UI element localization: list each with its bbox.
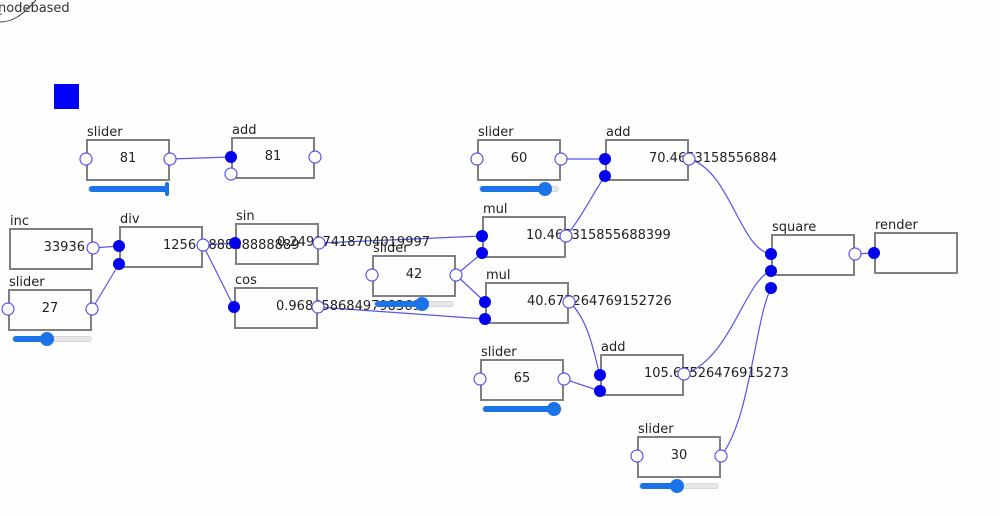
output-port[interactable] [312, 236, 326, 250]
wire-slider81-add81 [169, 156, 232, 160]
input-port[interactable] [765, 282, 777, 294]
node-value: 40.675264769152726 [527, 294, 672, 309]
output-port[interactable] [85, 302, 99, 316]
input-port[interactable] [476, 230, 488, 242]
output-port[interactable] [1, 302, 15, 316]
inc-node[interactable]: inc 33936 [9, 214, 93, 270]
slider-track[interactable] [639, 479, 719, 493]
node-label: slider [373, 241, 409, 256]
node-label: mul [486, 268, 511, 283]
wire-slider27-div [91, 263, 120, 310]
output-port[interactable] [449, 268, 463, 282]
output-port[interactable] [473, 372, 487, 386]
output-port[interactable] [311, 300, 325, 314]
wire-div-cos [202, 244, 235, 308]
node-label: add [232, 123, 257, 138]
node-label: slider [638, 422, 674, 437]
node-value: 33936 [43, 240, 85, 255]
input-port[interactable] [594, 369, 606, 381]
output-port[interactable] [677, 367, 691, 381]
input-port[interactable] [599, 170, 611, 182]
output-port[interactable] [557, 372, 571, 386]
add-node[interactable]: add 70.4653158556884 [605, 125, 777, 181]
slider-track[interactable] [482, 402, 562, 416]
node-label: slider [9, 275, 45, 290]
input-port[interactable] [476, 247, 488, 259]
node-value: 65 [513, 371, 531, 386]
input-port[interactable] [479, 313, 491, 325]
node-label: render [875, 218, 918, 233]
output-port[interactable] [470, 152, 484, 166]
output-port[interactable] [308, 150, 322, 164]
output-port[interactable] [562, 295, 576, 309]
logo-curl-icon [0, 0, 37, 23]
wire-cos-mul2 [317, 306, 486, 320]
node-label: slider [481, 345, 517, 360]
node-value: 42 [405, 267, 423, 282]
node-label: inc [10, 214, 29, 229]
slider-track[interactable] [12, 332, 92, 346]
output-port[interactable] [848, 247, 862, 261]
output-port[interactable] [86, 241, 100, 255]
node-label: slider [478, 125, 514, 140]
input-port[interactable] [113, 258, 125, 270]
node-value: 27 [41, 301, 59, 316]
input-port[interactable] [225, 151, 237, 163]
node-label: add [606, 125, 631, 140]
input-port[interactable] [765, 265, 777, 277]
node-label: slider [87, 125, 123, 140]
input-port[interactable] [868, 247, 880, 259]
node-label: div [120, 212, 140, 227]
input-port[interactable] [228, 301, 240, 313]
input-port[interactable] [479, 296, 491, 308]
slider-track[interactable] [479, 182, 559, 196]
output-port[interactable] [682, 152, 696, 166]
input-port[interactable] [599, 153, 611, 165]
output-port[interactable] [365, 268, 379, 282]
node-label: square [772, 220, 817, 235]
node-value: 60 [510, 151, 528, 166]
node-label: add [601, 340, 626, 355]
input-port[interactable] [765, 248, 777, 260]
input-port[interactable] [229, 237, 241, 249]
node-label: cos [235, 273, 257, 288]
output-port[interactable] [630, 449, 644, 463]
input-port[interactable] [113, 240, 125, 252]
app-title: nodebased [0, 1, 70, 16]
output-port[interactable] [559, 229, 573, 243]
slider-node[interactable]: slider 42 [372, 241, 456, 297]
node-label: sin [236, 209, 255, 224]
slider-track[interactable] [88, 182, 169, 196]
node-value: 81 [264, 149, 282, 164]
node-value: 81 [119, 151, 137, 166]
wire-slider30-square [720, 287, 772, 457]
output-port[interactable] [79, 152, 93, 166]
output-port[interactable] [554, 152, 568, 166]
output-port[interactable] [163, 152, 177, 166]
wire-add2-square [688, 158, 772, 255]
node-value: 30 [670, 448, 688, 463]
wire-slider42-mul2 [455, 274, 486, 303]
output-port[interactable] [714, 449, 728, 463]
color-swatch [54, 84, 79, 109]
output-port[interactable] [196, 238, 210, 252]
slider-track[interactable] [374, 297, 454, 311]
input-port[interactable] [224, 167, 238, 181]
node-value: 70.4653158556884 [649, 151, 778, 166]
node-label: mul [483, 202, 508, 217]
wire-sin-mul1 [318, 235, 483, 244]
wire-add3-square [683, 270, 772, 375]
input-port[interactable] [594, 385, 606, 397]
